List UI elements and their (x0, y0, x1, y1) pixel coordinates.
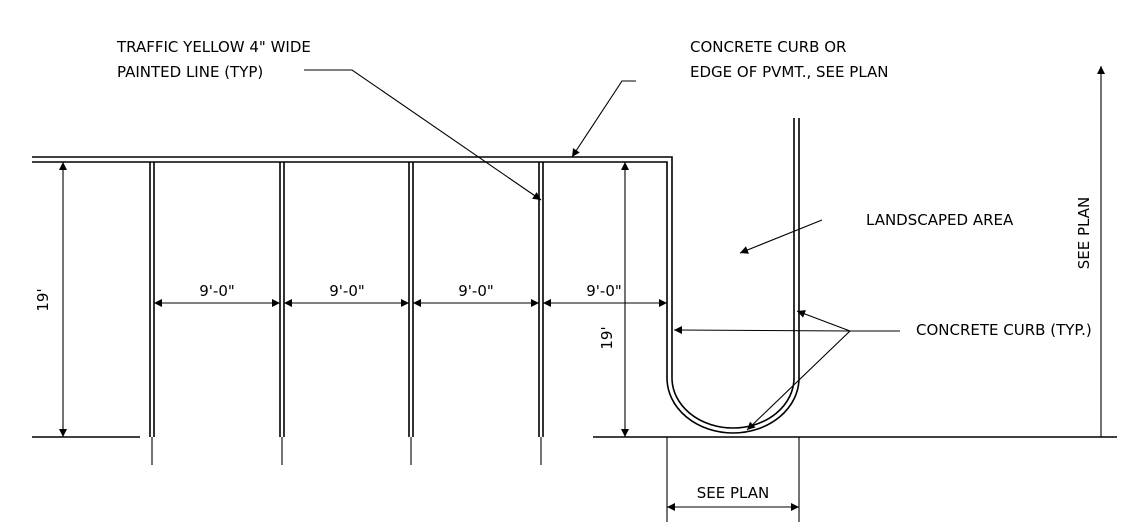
stall-stripe (408, 162, 414, 465)
see-plan-vertical-label: SEE PLAN (1075, 197, 1093, 269)
top-curb-line (32, 156, 673, 323)
right-depth-dimension: 19' (598, 162, 629, 437)
traffic-line-label-2: PAINTED LINE (TYP) (117, 63, 263, 81)
concrete-curb-callout: CONCRETE CURB (TYP.) (673, 310, 1092, 431)
stall-width-label: 9'-0" (458, 282, 494, 300)
landscaped-area-callout: LANDSCAPED AREA (739, 211, 1014, 254)
curb-edge-label-2: EDGE OF PVMT., SEE PLAN (690, 63, 889, 81)
see-plan-bottom-dimension: SEE PLAN (666, 437, 800, 522)
stall-stripes (149, 162, 544, 465)
stall-width-label: 9'-0" (199, 282, 235, 300)
stall-stripe (279, 162, 285, 465)
landscaped-area-label: LANDSCAPED AREA (866, 211, 1014, 229)
landscape-island-curb (666, 118, 800, 434)
depth-label-right: 19' (598, 326, 616, 349)
stall-width-dimensions: 9'-0" 9'-0" 9'-0" 9'-0" (154, 282, 667, 307)
traffic-line-label-1: TRAFFIC YELLOW 4" WIDE (116, 38, 311, 56)
stall-width-label: 9'-0" (329, 282, 365, 300)
curb-edge-callout: CONCRETE CURB OR EDGE OF PVMT., SEE PLAN (571, 38, 889, 158)
curb-edge-label-1: CONCRETE CURB OR (690, 38, 846, 56)
see-plan-bottom-label: SEE PLAN (697, 484, 769, 502)
depth-label-left: 19' (34, 288, 52, 311)
see-plan-vertical-dimension: SEE PLAN (1075, 66, 1105, 437)
traffic-line-callout: TRAFFIC YELLOW 4" WIDE PAINTED LINE (TYP… (116, 38, 542, 201)
stall-stripe (538, 162, 544, 465)
stall-stripe (149, 162, 155, 465)
stall-width-label: 9'-0" (586, 282, 622, 300)
concrete-curb-label: CONCRETE CURB (TYP.) (916, 321, 1092, 339)
left-depth-dimension: 19' (34, 162, 67, 437)
